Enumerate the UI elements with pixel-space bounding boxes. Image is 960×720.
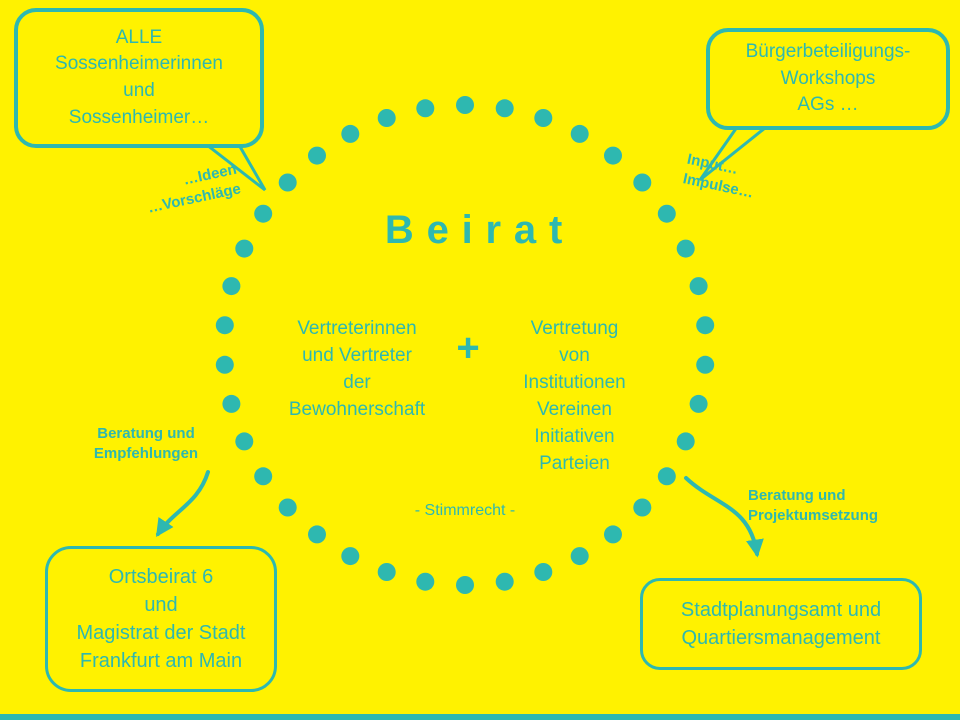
circle-dot <box>341 124 360 143</box>
circle-dot <box>215 316 234 335</box>
dotted-circle <box>215 96 715 594</box>
circle-dot <box>570 124 589 143</box>
circle-dot <box>633 173 652 192</box>
circle-left-column: Vertreterinnen und Vertreter der Bewohne… <box>288 318 426 420</box>
box-stadtplanungsamt: Stadtplanungsamt und Quartiersmanagement <box>640 578 922 670</box>
circle-dot <box>570 547 589 566</box>
bubble-alle-sossenheimer: ALLE Sossenheimerinnen und Sossenheimer… <box>14 8 264 148</box>
circle-dot <box>456 576 474 594</box>
arrow-to-stadtplanungsamt <box>684 476 764 558</box>
circle-dot <box>235 432 254 451</box>
circle-dot <box>278 173 297 192</box>
circle-dot <box>308 525 326 544</box>
label-beratung-projektumsetzung: Beratung und Projektumsetzung <box>748 487 879 525</box>
diagram-title: Beirat <box>384 208 576 252</box>
circle-right-column: Vertretung von Institutionen Vereinen In… <box>523 318 626 474</box>
circle-dot <box>222 277 241 296</box>
circle-dot <box>689 394 708 413</box>
circle-dot <box>254 467 273 486</box>
circle-dot <box>222 394 241 413</box>
bubble-buergerbeteiligung: Bürgerbeteiligungs- Workshops AGs … <box>706 28 950 130</box>
circle-dot <box>278 498 297 517</box>
circle-dot <box>254 204 273 223</box>
circle-dot <box>215 355 234 374</box>
label-beratung-empfehlungen: Beratung und Empfehlungen <box>93 425 199 463</box>
circle-dot <box>534 109 553 127</box>
circle-dot <box>657 467 676 486</box>
circle-dot <box>657 204 676 223</box>
circle-dot <box>495 99 514 118</box>
circle-dot <box>416 572 435 591</box>
circle-dot <box>604 146 622 165</box>
circle-dot <box>456 96 474 114</box>
circle-dot <box>689 277 708 296</box>
circle-dot <box>308 146 326 165</box>
circle-dot <box>534 563 553 581</box>
voting-note: - Stimmrecht - <box>414 502 516 519</box>
circle-dot <box>235 239 254 258</box>
circle-dot <box>696 355 715 374</box>
circle-dot <box>676 432 695 451</box>
circle-dot <box>676 239 695 258</box>
plus-sign: + <box>456 326 480 370</box>
circle-dot <box>604 525 622 544</box>
circle-dot <box>495 572 514 591</box>
circle-dot <box>341 547 360 566</box>
circle-dot <box>696 316 715 335</box>
circle-dot <box>377 109 396 127</box>
circle-dot <box>633 498 652 517</box>
bottom-border <box>0 714 960 720</box>
arrow-to-ortsbeirat <box>156 470 210 537</box>
circle-dot <box>416 99 435 118</box>
circle-dot <box>377 563 396 581</box>
box-ortsbeirat: Ortsbeirat 6 und Magistrat der Stadt Fra… <box>45 546 277 692</box>
